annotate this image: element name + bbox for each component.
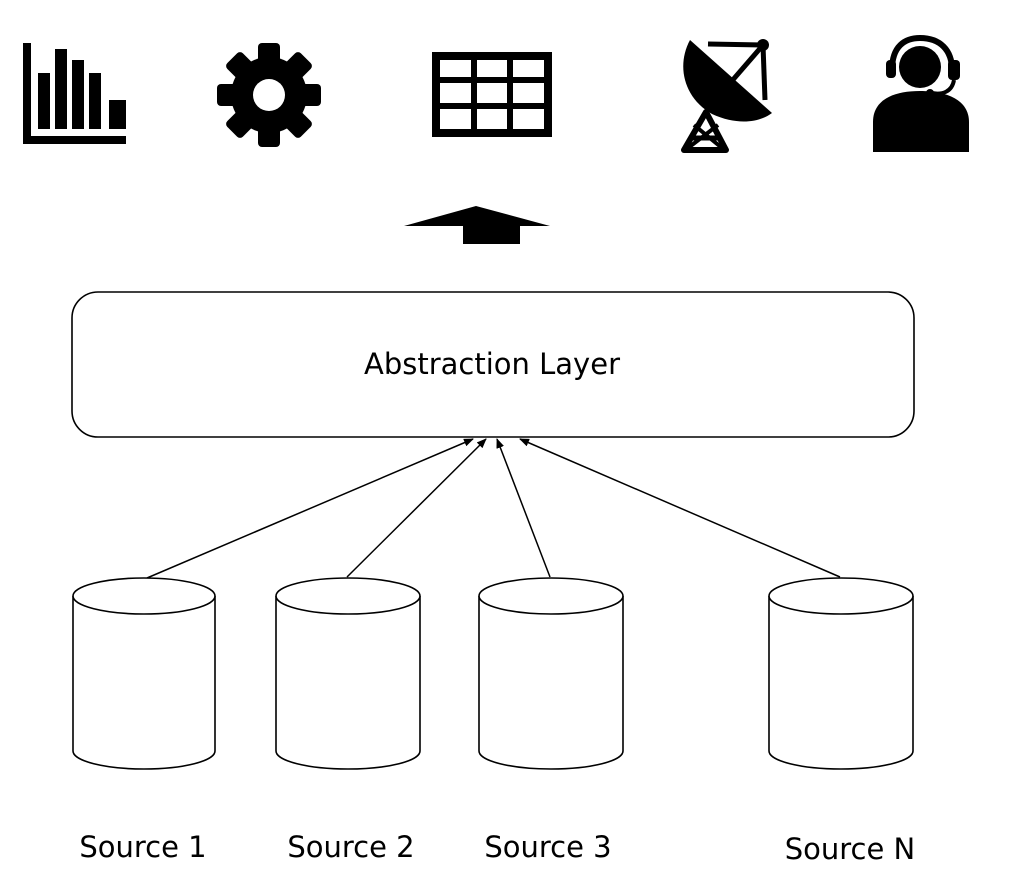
connector-source-3 <box>496 438 551 578</box>
source-3-label: Source 3 <box>484 830 611 864</box>
source-2-label: Source 2 <box>287 830 414 864</box>
connector-source-1 <box>146 438 474 579</box>
abstraction-layer-box: Abstraction Layer <box>71 291 915 438</box>
satellite-dish-icon <box>681 39 772 153</box>
abstraction-layer-label: Abstraction Layer <box>364 347 620 381</box>
connector-source-n <box>519 438 841 578</box>
bar-chart-icon <box>23 43 126 144</box>
database-cylinder-3 <box>478 577 624 770</box>
connector-arrows <box>146 438 841 579</box>
gear-icon <box>217 43 321 147</box>
connector-source-2 <box>346 438 487 578</box>
source-1-label: Source 1 <box>79 830 206 864</box>
database-cylinder-2 <box>275 577 421 770</box>
support-agent-icon <box>873 34 969 152</box>
up-arrow-icon <box>404 206 550 244</box>
database-cylinder-1 <box>72 577 216 770</box>
table-grid-icon <box>432 52 552 137</box>
database-cylinder-n <box>768 577 914 770</box>
source-n-label: Source N <box>785 832 916 866</box>
